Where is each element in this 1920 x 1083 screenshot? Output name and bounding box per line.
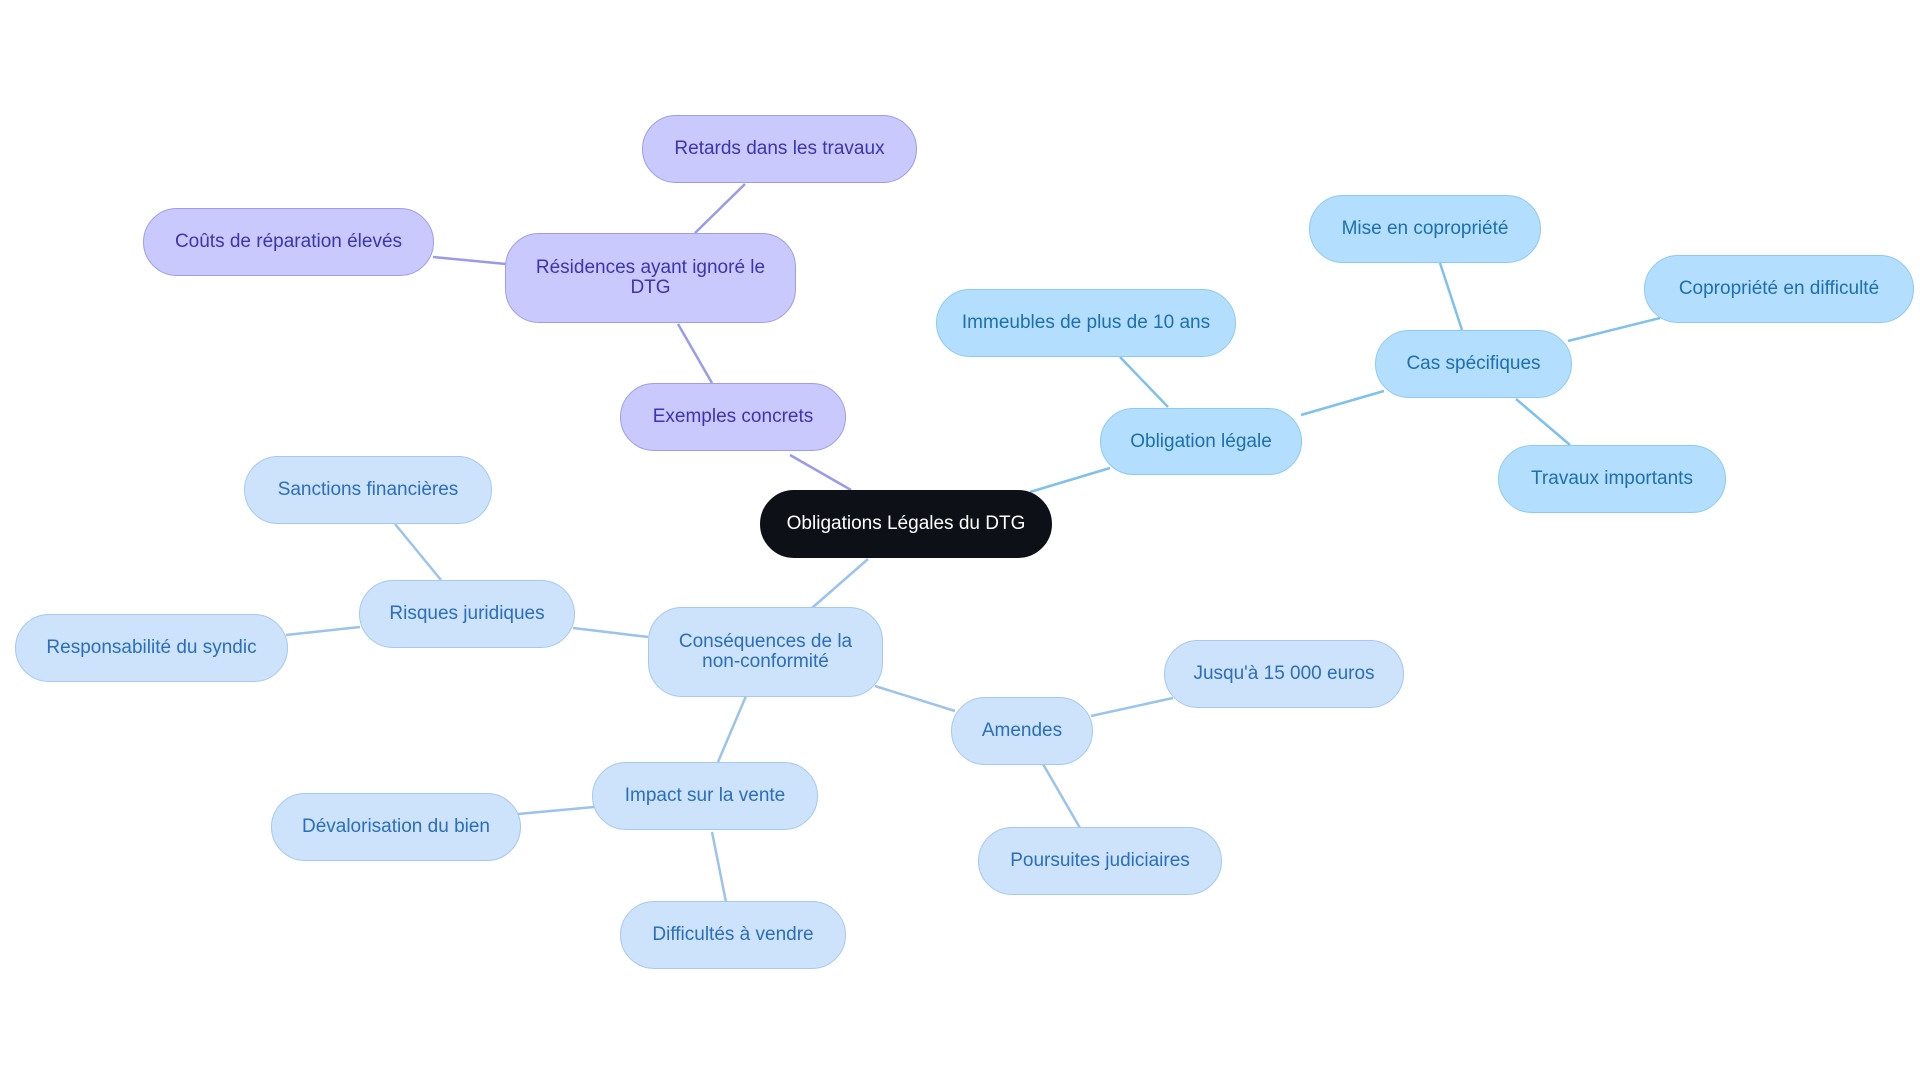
node-label-multiline: Résidences ayant ignoré le DTG: [536, 258, 765, 298]
node-residences[interactable]: Résidences ayant ignoré le DTG: [505, 233, 796, 323]
link-root-exemples: [789, 453, 852, 492]
node-amendes[interactable]: Amendes: [951, 697, 1093, 765]
node-retards[interactable]: Retards dans les travaux: [642, 115, 917, 183]
link-residences-couts: [432, 255, 507, 266]
node-difficultes-vendre[interactable]: Difficultés à vendre: [620, 901, 846, 969]
link-consequences-impact: [716, 695, 748, 763]
node-devalorisation-bien[interactable]: Dévalorisation du bien: [271, 793, 521, 861]
link-root-consequences: [811, 558, 869, 609]
node-impact-vente[interactable]: Impact sur la vente: [592, 762, 818, 830]
node-label-line-2: non-conformité: [702, 651, 829, 672]
node-label: Amendes: [981, 720, 1063, 741]
link-amendes-poursuites: [1041, 763, 1082, 829]
link-risques-responsabilite: [285, 625, 361, 637]
node-label: Coûts de réparation élevés: [174, 231, 403, 252]
link-impact-difficultes: [710, 831, 728, 903]
node-label: Sanctions financières: [277, 479, 459, 500]
node-label: Retards dans les travaux: [674, 138, 885, 159]
node-consequences[interactable]: Conséquences de la non-conformité: [648, 607, 883, 697]
node-couts[interactable]: Coûts de réparation élevés: [143, 208, 434, 276]
node-label: Obligation légale: [1130, 430, 1272, 452]
node-label: Exemples concrets: [652, 406, 814, 427]
node-label: Cas spécifiques: [1406, 353, 1541, 374]
node-label: Difficultés à vendre: [652, 924, 814, 945]
node-label: Risques juridiques: [389, 603, 545, 624]
node-label-line-1: Résidences ayant ignoré le: [535, 257, 766, 278]
node-label: Dévalorisation du bien: [301, 816, 490, 837]
link-cas-copro: [1567, 316, 1661, 343]
node-mise-en-copropriete[interactable]: Mise en copropriété: [1309, 195, 1541, 263]
node-responsabilite-syndic[interactable]: Responsabilité du syndic: [15, 614, 288, 682]
link-consequences-amendes: [874, 684, 956, 713]
root-node[interactable]: Obligations Légales du DTG: [760, 490, 1052, 558]
node-label-line-1: Conséquences de la: [678, 631, 853, 652]
node-jusqua-15000[interactable]: Jusqu'à 15 000 euros: [1164, 640, 1404, 708]
link-exemples-residences: [676, 323, 714, 384]
node-immeubles[interactable]: Immeubles de plus de 10 ans: [936, 289, 1236, 357]
link-residences-retards: [694, 183, 746, 234]
link-cas-travaux: [1515, 398, 1571, 446]
node-label: Mise en copropriété: [1341, 218, 1509, 239]
node-label: Travaux importants: [1531, 468, 1693, 489]
node-label-multiline: Conséquences de la non-conformité: [679, 632, 852, 672]
node-poursuites-judiciaires[interactable]: Poursuites judiciaires: [978, 827, 1222, 895]
node-label: Impact sur la vente: [624, 785, 786, 806]
link-risques-sanctions: [394, 523, 442, 581]
root-node-label: Obligations Légales du DTG: [786, 513, 1026, 534]
link-consequences-risques: [572, 626, 649, 639]
node-obligation-legale[interactable]: Obligation légale: [1100, 408, 1302, 475]
node-cas-specifiques[interactable]: Cas spécifiques: [1375, 330, 1572, 398]
link-obligation-cas: [1300, 389, 1385, 417]
link-cas-mise: [1438, 262, 1464, 331]
node-label: Poursuites judiciaires: [1010, 850, 1190, 871]
link-obligation-immeubles: [1119, 356, 1169, 408]
node-sanctions-financieres[interactable]: Sanctions financières: [244, 456, 492, 524]
link-amendes-jusqua: [1090, 696, 1174, 718]
node-label: Jusqu'à 15 000 euros: [1193, 663, 1375, 684]
link-root-obligation: [1029, 466, 1111, 494]
node-label-line-2: DTG: [630, 277, 671, 298]
node-label: Responsabilité du syndic: [46, 637, 257, 658]
node-risques-juridiques[interactable]: Risques juridiques: [359, 580, 575, 648]
node-copropriete-difficulte[interactable]: Copropriété en difficulté: [1644, 255, 1914, 323]
node-label: Immeubles de plus de 10 ans: [961, 312, 1211, 333]
node-exemples-concrets[interactable]: Exemples concrets: [620, 383, 846, 451]
link-impact-devalorisation: [517, 805, 595, 816]
node-travaux-importants[interactable]: Travaux importants: [1498, 445, 1726, 513]
node-label: Copropriété en difficulté: [1678, 278, 1880, 299]
